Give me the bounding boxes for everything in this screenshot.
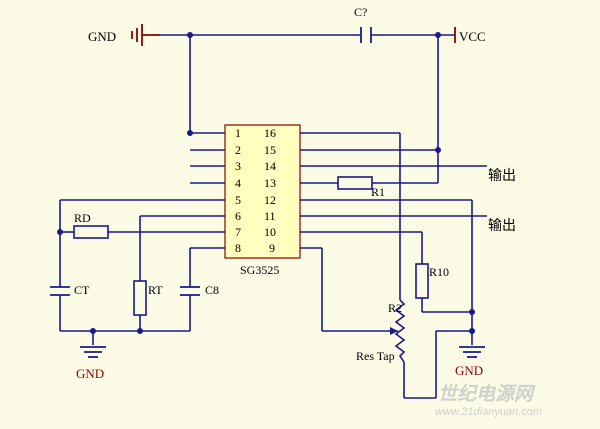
pin-label: 11 (264, 209, 276, 223)
gnd-top-label: GND (88, 29, 116, 44)
ct-label: CT (74, 283, 90, 297)
watermark-url: www.21dianyuan.com (435, 406, 542, 418)
potentiometer-r2 (394, 299, 406, 363)
gnd-left-label: GND (76, 366, 104, 381)
resistor-rd (73, 225, 109, 239)
pin-label: 8 (235, 241, 241, 255)
pin-label: 1 (235, 126, 241, 140)
r10-label: R10 (429, 265, 449, 279)
potentiometer-wiper-arrow (390, 327, 398, 335)
chip-pin-labels-left: 1 2 3 4 5 6 7 8 (235, 126, 241, 255)
c-top-label: C? (354, 5, 367, 19)
pin-label: 6 (235, 209, 241, 223)
junction-dot (469, 309, 475, 315)
gnd-left-symbol (80, 346, 106, 358)
pin-label: 3 (235, 159, 241, 173)
rd-label: RD (74, 211, 91, 225)
pin-label: 4 (235, 176, 241, 190)
gnd-right-symbol (459, 346, 485, 358)
junction-dot (435, 147, 441, 153)
vcc-label: VCC (459, 29, 486, 44)
sg3525-chip (224, 124, 301, 259)
chip-pin-labels-right: 16 15 14 13 12 11 10 9 (264, 126, 276, 255)
junction-dot (90, 328, 96, 334)
output-label-2: 输出 (488, 218, 516, 234)
junction-dot (187, 32, 193, 38)
junction-dot (469, 328, 475, 334)
pin-label: 5 (235, 193, 241, 207)
pin-label: 15 (264, 143, 276, 157)
pin-label: 9 (269, 241, 275, 255)
wires (59, 34, 487, 399)
c8-label: C8 (205, 283, 219, 297)
resistor-rt (133, 280, 147, 316)
resistor-r1 (337, 176, 373, 190)
pin-label: 2 (235, 143, 241, 157)
capacitor-c8 (180, 286, 200, 296)
junction-dot (187, 130, 193, 136)
junction-dot (57, 229, 63, 235)
pin-label: 16 (264, 126, 276, 140)
pin-label: 10 (264, 225, 276, 239)
resistor-r10 (415, 263, 429, 299)
junction-dot (137, 328, 143, 334)
gnd-right-label: GND (455, 363, 483, 378)
res-tap-label: Res Tap (356, 349, 395, 363)
capacitor-c-top (360, 27, 372, 43)
capacitor-ct (50, 286, 70, 296)
gnd-top-symbol (131, 24, 160, 46)
r1-label: R1 (371, 185, 385, 199)
pin-label: 14 (264, 159, 276, 173)
pin-label: 7 (235, 225, 241, 239)
junction-dot (435, 32, 441, 38)
r2-label: R2 (388, 301, 402, 315)
pin-label: 12 (264, 193, 276, 207)
output-label-1: 输出 (488, 168, 516, 184)
rt-label: RT (148, 283, 163, 297)
junctions (57, 32, 475, 334)
pin-label: 13 (264, 176, 276, 190)
chip-name-label: SG3525 (240, 263, 279, 277)
watermark-title: 世纪电源网 (438, 383, 536, 405)
